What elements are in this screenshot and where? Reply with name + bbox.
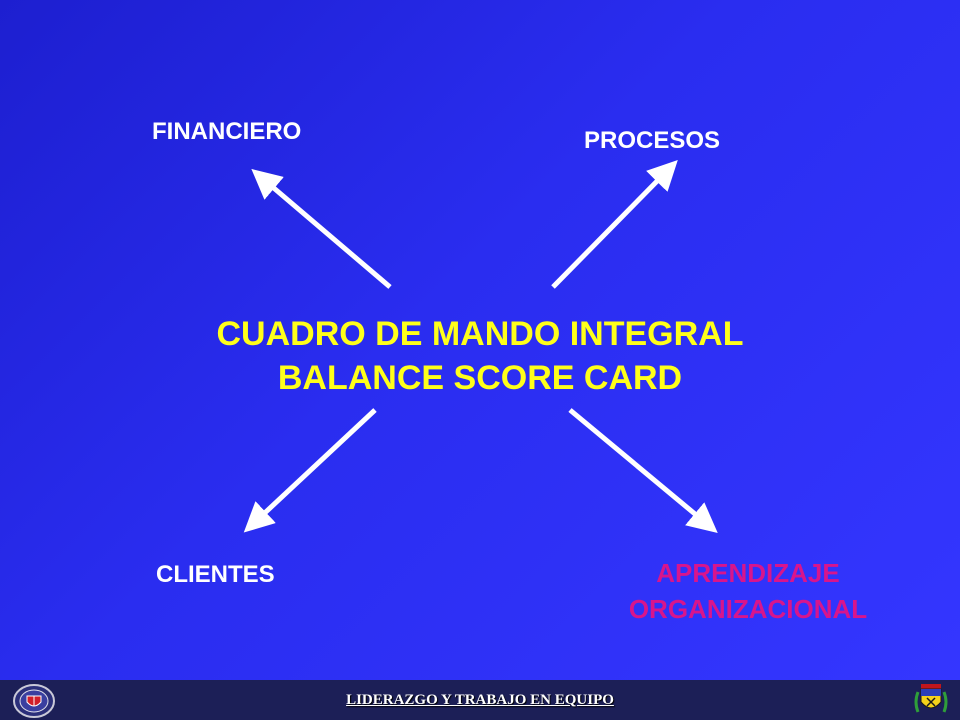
slide-background: FINANCIERO PROCESOS CLIENTES APRENDIZAJE… xyxy=(0,0,960,680)
center-title: CUADRO DE MANDO INTEGRAL BALANCE SCORE C… xyxy=(180,312,780,400)
emblem-seal-icon xyxy=(13,684,55,718)
node-aprendizaje: APRENDIZAJE ORGANIZACIONAL xyxy=(628,558,868,624)
node-clientes: CLIENTES xyxy=(156,561,275,588)
footer-bar: LIDERAZGO Y TRABAJO EN EQUIPO xyxy=(0,680,960,720)
arrow-to-aprendizaje xyxy=(568,408,718,533)
shield-crest-icon xyxy=(914,684,948,713)
arrows-layer xyxy=(243,160,718,533)
arrow-to-clientes xyxy=(243,408,377,533)
node-procesos: PROCESOS xyxy=(584,127,721,154)
arrow-to-financiero xyxy=(251,168,392,289)
arrow-to-procesos xyxy=(551,160,678,289)
footer-text: LIDERAZGO Y TRABAJO EN EQUIPO xyxy=(346,692,614,708)
center-title-line2: BALANCE SCORE CARD xyxy=(277,359,683,397)
center-title-line1: CUADRO DE MANDO INTEGRAL xyxy=(216,315,744,353)
node-financiero: FINANCIERO xyxy=(152,118,302,145)
